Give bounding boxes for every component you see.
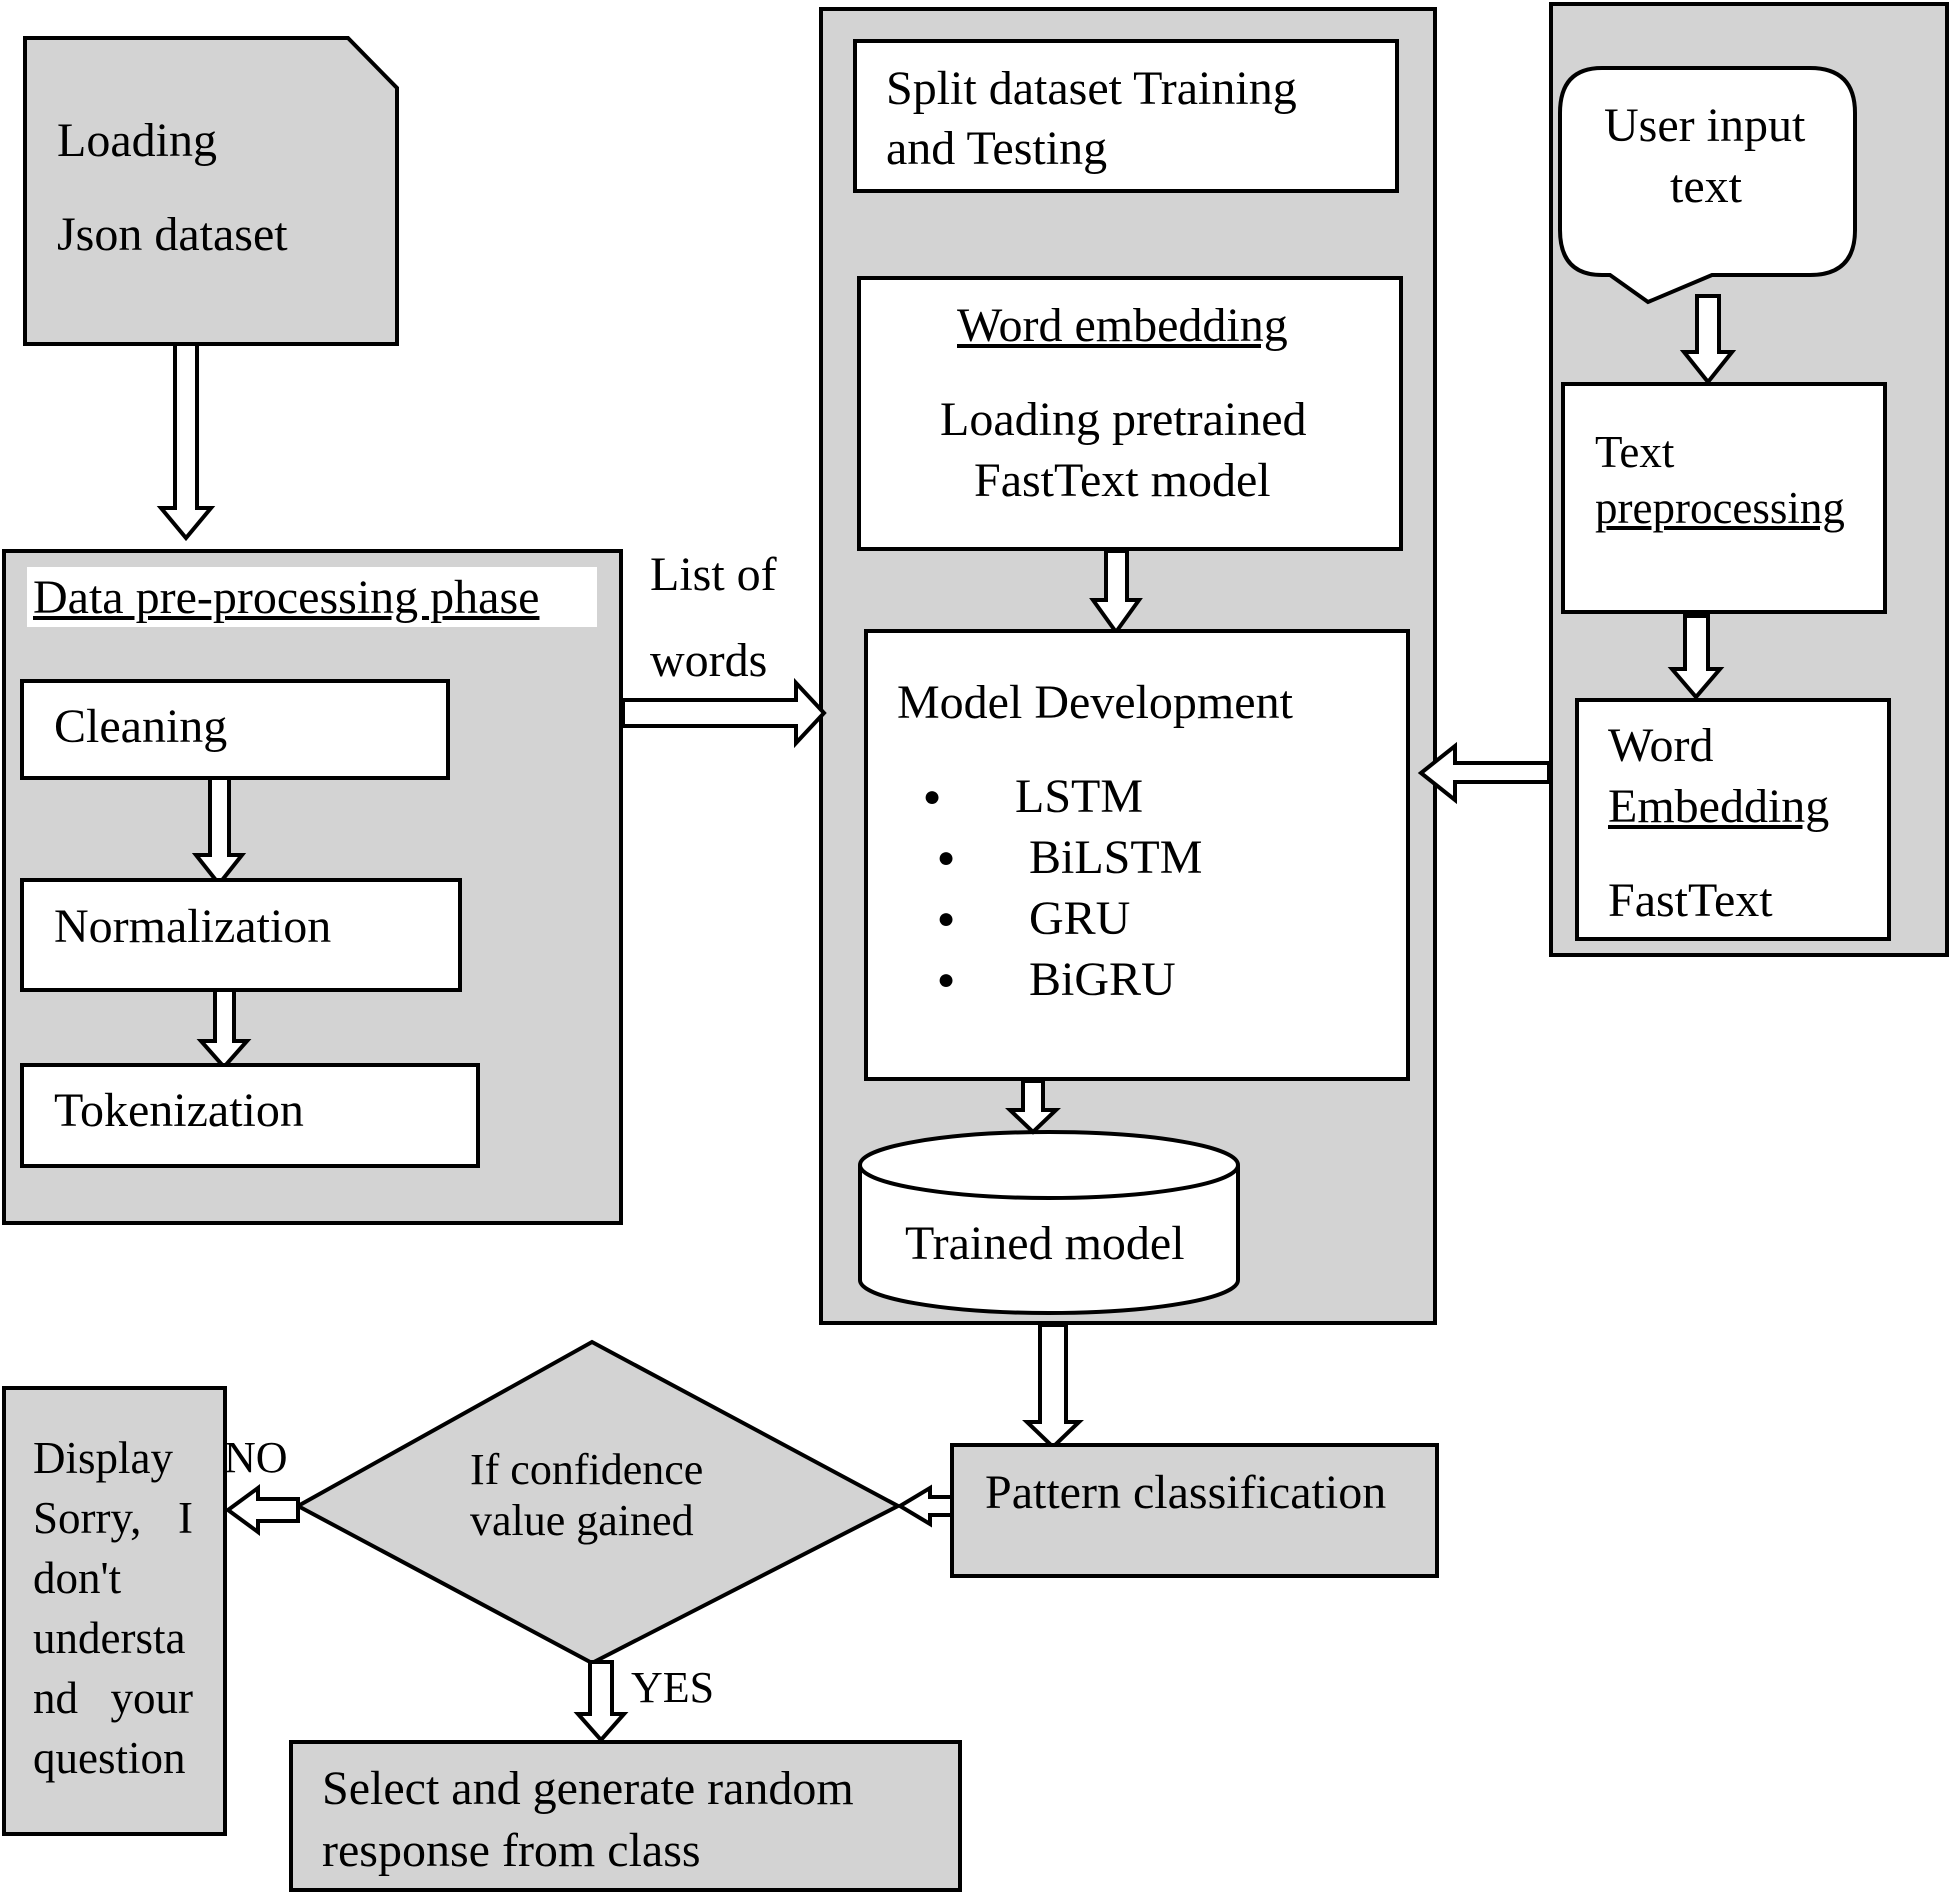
no-label: NO xyxy=(224,1433,288,1482)
arrow-model-to-trained xyxy=(1005,1079,1061,1135)
sorry-line: Display xyxy=(33,1433,173,1483)
text-label: Text xyxy=(1595,427,1675,477)
arrow-pattern-to-decision xyxy=(896,1484,954,1528)
arrow-trained-to-pattern xyxy=(1022,1323,1084,1450)
sorry-message: Display Sorry, I don't understa nd your … xyxy=(33,1428,193,1788)
text-preprocessing-box xyxy=(1561,382,1887,614)
user-input-line1: User input xyxy=(1604,99,1806,152)
fasttext-label: FastText xyxy=(1608,874,1773,927)
sorry-line: Sorry, I xyxy=(33,1493,193,1543)
model-list: LSTM BiLSTM GRU BiGRU xyxy=(923,766,1203,1010)
arrow-preprocess-to-model xyxy=(621,677,827,749)
sorry-line: understa xyxy=(33,1613,186,1663)
trained-model-cylinder xyxy=(858,1165,1240,1315)
word-embedding-fasttext-box xyxy=(1575,698,1891,941)
arrow-decision-to-sorry xyxy=(224,1484,300,1536)
model-item-bilstm: BiLSTM xyxy=(937,827,1203,888)
arrow-decision-to-select xyxy=(573,1660,629,1744)
cleaning-label: Cleaning xyxy=(54,700,228,753)
list-of-words-line2: words xyxy=(650,634,768,687)
trained-model-label: Trained model xyxy=(905,1217,1185,1270)
cleaning-box xyxy=(20,679,450,780)
arrow-embedding-to-model xyxy=(1089,549,1143,636)
pattern-classification-box xyxy=(950,1443,1439,1578)
tokenization-label: Tokenization xyxy=(54,1084,304,1137)
decision-line1: If confidence xyxy=(470,1445,704,1494)
sorry-box xyxy=(2,1386,227,1836)
user-input-line2: text xyxy=(1670,160,1742,213)
model-item-bigru: BiGRU xyxy=(937,949,1202,1010)
word-embedding-title: Word embedding xyxy=(957,299,1288,352)
arrow-bubble-to-textpre xyxy=(1679,294,1737,386)
arrow-cleaning-to-normalization xyxy=(191,775,247,888)
yes-label: YES xyxy=(631,1663,715,1712)
preprocessing-title: Data pre-processing phase xyxy=(33,571,540,624)
loading-label: Loading xyxy=(57,114,217,167)
list-of-words-line1: List of xyxy=(650,548,777,601)
split-box xyxy=(853,39,1399,193)
word-embedding-box xyxy=(857,276,1403,551)
preprocessing-label: preprocessing xyxy=(1595,483,1845,533)
loading-dataset-shape xyxy=(23,36,399,346)
pattern-classification-label: Pattern classification xyxy=(985,1466,1387,1519)
sorry-line: question xyxy=(33,1733,186,1783)
json-dataset-label: Json dataset xyxy=(57,208,288,261)
select-line2: response from class xyxy=(322,1824,701,1877)
fasttext-model-label: FastText model xyxy=(974,454,1271,507)
model-item-gru: GRU xyxy=(937,888,1202,949)
preprocessing-title-bg xyxy=(27,567,597,627)
user-input-bubble xyxy=(1558,66,1857,305)
word-label: Word xyxy=(1608,719,1714,772)
decision-line2: value gained xyxy=(470,1496,694,1545)
arrow-load-to-preprocess xyxy=(156,342,216,542)
tokenization-box xyxy=(20,1063,480,1168)
arrow-textpre-to-wordemb xyxy=(1667,614,1725,701)
model-development-title: Model Development xyxy=(897,676,1293,729)
split-line2: and Testing xyxy=(886,122,1108,175)
split-line1: Split dataset Training xyxy=(886,62,1297,115)
arrow-wordemb-to-model xyxy=(1417,741,1551,805)
normalization-box xyxy=(20,878,462,992)
select-line1: Select and generate random xyxy=(322,1762,854,1815)
sorry-line: nd your xyxy=(33,1673,193,1723)
loading-pretrained-label: Loading pretrained xyxy=(940,393,1307,446)
normalization-label: Normalization xyxy=(54,900,332,953)
embedding-label: Embedding xyxy=(1608,780,1830,833)
select-response-box xyxy=(289,1740,962,1892)
sorry-line: don't xyxy=(33,1553,122,1603)
arrow-normalization-to-tokenization xyxy=(196,984,252,1071)
model-item-lstm: LSTM xyxy=(923,766,1202,827)
